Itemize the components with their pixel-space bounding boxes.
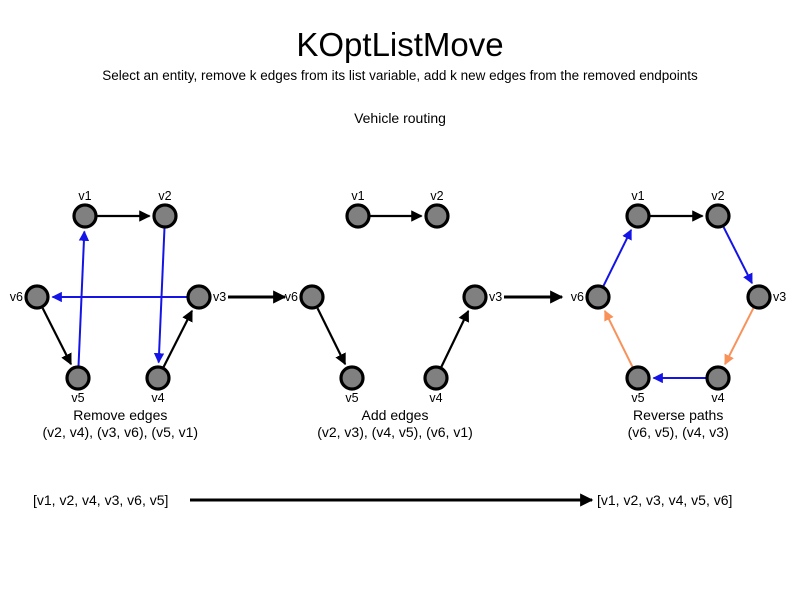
node-add-v2[interactable]: v2 xyxy=(424,189,450,229)
caption-edge-list: (v6, v5), (v4, v3) xyxy=(628,424,729,440)
node-circle xyxy=(65,365,91,391)
edge-v3-to-v4-reversed xyxy=(724,307,755,366)
node-circle xyxy=(145,365,171,391)
panel-remove-caption: Remove edges(v2, v4), (v3, v6), (v5, v1) xyxy=(43,407,199,440)
caption-edge-list: (v2, v3), (v4, v5), (v6, v1) xyxy=(317,424,473,440)
page-subtitle: Select an entity, remove k edges from it… xyxy=(102,68,698,83)
node-circle xyxy=(339,365,365,391)
node-remove-v3[interactable]: v3 xyxy=(186,284,226,310)
edges-layer xyxy=(41,210,755,384)
caption-title: Add edges xyxy=(362,407,429,423)
edge-v6-to-v5-kept xyxy=(316,307,347,366)
caption-title: Reverse paths xyxy=(633,407,723,423)
node-circle xyxy=(705,365,731,391)
node-circle xyxy=(585,284,611,310)
nodes-layer: v1 v2 v3 v4 v5 v6 v1 v2 v3 v4 v5 v6 v1 v2 v3 v4 v5 v6 xyxy=(10,189,786,405)
node-label: v6 xyxy=(10,290,23,304)
node-label: v5 xyxy=(345,391,358,405)
node-label: v4 xyxy=(151,391,164,405)
node-circle xyxy=(299,284,325,310)
node-reverse-v1[interactable]: v1 xyxy=(625,189,651,229)
node-label: v5 xyxy=(71,391,84,405)
caption-title: Remove edges xyxy=(73,407,167,423)
edge-v2-to-v4-removed xyxy=(153,228,166,364)
node-label: v1 xyxy=(351,189,364,203)
node-remove-v6[interactable]: v6 xyxy=(10,284,50,310)
edge-v4-to-v3-kept xyxy=(440,309,470,368)
node-label: v2 xyxy=(430,189,443,203)
node-label: v2 xyxy=(158,189,171,203)
node-circle xyxy=(424,203,450,229)
domain-label: Vehicle routing xyxy=(354,110,446,126)
node-circle xyxy=(746,284,772,310)
panel-reverse-caption: Reverse paths(v6, v5), (v4, v3) xyxy=(628,407,729,440)
edge-v6-to-v1-added xyxy=(602,228,633,287)
node-label: v6 xyxy=(285,290,298,304)
node-circle xyxy=(345,203,371,229)
edge-v5-to-v1-removed xyxy=(77,230,90,366)
node-circle xyxy=(705,203,731,229)
node-label: v3 xyxy=(773,290,786,304)
page-title: KOptListMove xyxy=(296,26,504,63)
node-circle xyxy=(24,284,50,310)
node-add-v1[interactable]: v1 xyxy=(345,189,371,229)
node-label: v1 xyxy=(78,189,91,203)
node-label: v3 xyxy=(213,290,226,304)
node-add-v5[interactable]: v5 xyxy=(339,365,365,405)
panel-add-edges xyxy=(316,210,470,368)
node-reverse-v3[interactable]: v3 xyxy=(746,284,786,310)
node-add-v4[interactable]: v4 xyxy=(423,365,449,405)
panel-remove-edges xyxy=(41,210,193,368)
node-label: v3 xyxy=(489,290,502,304)
node-remove-v4[interactable]: v4 xyxy=(145,365,171,405)
edge-v2-to-v3-added xyxy=(722,226,753,285)
node-remove-v1[interactable]: v1 xyxy=(72,189,98,229)
node-label: v1 xyxy=(631,189,644,203)
panel-add-caption: Add edges(v2, v3), (v4, v5), (v6, v1) xyxy=(317,407,473,440)
before-list-text: [v1, v2, v4, v3, v6, v5] xyxy=(33,492,168,508)
edge-v4-to-v3-kept xyxy=(162,309,193,368)
node-reverse-v2[interactable]: v2 xyxy=(705,189,731,229)
node-circle xyxy=(625,203,651,229)
panel-captions-layer: Remove edges(v2, v4), (v3, v6), (v5, v1)… xyxy=(43,407,729,440)
node-label: v4 xyxy=(429,391,442,405)
node-circle xyxy=(423,365,449,391)
edge-v5-to-v6-reversed xyxy=(603,309,634,368)
list-transformation-layer: [v1, v2, v4, v3, v6, v5] [v1, v2, v3, v4,… xyxy=(33,492,732,508)
panel-reverse-edges xyxy=(602,210,755,384)
node-add-v6[interactable]: v6 xyxy=(285,284,325,310)
panel-reverse-nodes: v1 v2 v3 v4 v5 v6 xyxy=(571,189,786,405)
node-remove-v2[interactable]: v2 xyxy=(152,189,178,229)
panel-remove-nodes: v1 v2 v3 v4 v5 v6 xyxy=(10,189,226,405)
node-circle xyxy=(625,365,651,391)
node-label: v2 xyxy=(711,189,724,203)
node-circle xyxy=(72,203,98,229)
node-add-v3[interactable]: v3 xyxy=(462,284,502,310)
node-remove-v5[interactable]: v5 xyxy=(65,365,91,405)
node-label: v4 xyxy=(711,391,724,405)
node-reverse-v4[interactable]: v4 xyxy=(705,365,731,405)
node-label: v6 xyxy=(571,290,584,304)
node-circle xyxy=(186,284,212,310)
panel-add-nodes: v1 v2 v3 v4 v5 v6 xyxy=(285,189,502,405)
node-circle xyxy=(152,203,178,229)
after-list-text: [v1, v2, v3, v4, v5, v6] xyxy=(597,492,732,508)
node-label: v5 xyxy=(631,391,644,405)
node-reverse-v6[interactable]: v6 xyxy=(571,284,611,310)
node-reverse-v5[interactable]: v5 xyxy=(625,365,651,405)
edge-v6-to-v5-kept xyxy=(41,307,72,366)
node-circle xyxy=(462,284,488,310)
caption-edge-list: (v2, v4), (v3, v6), (v5, v1) xyxy=(43,424,199,440)
